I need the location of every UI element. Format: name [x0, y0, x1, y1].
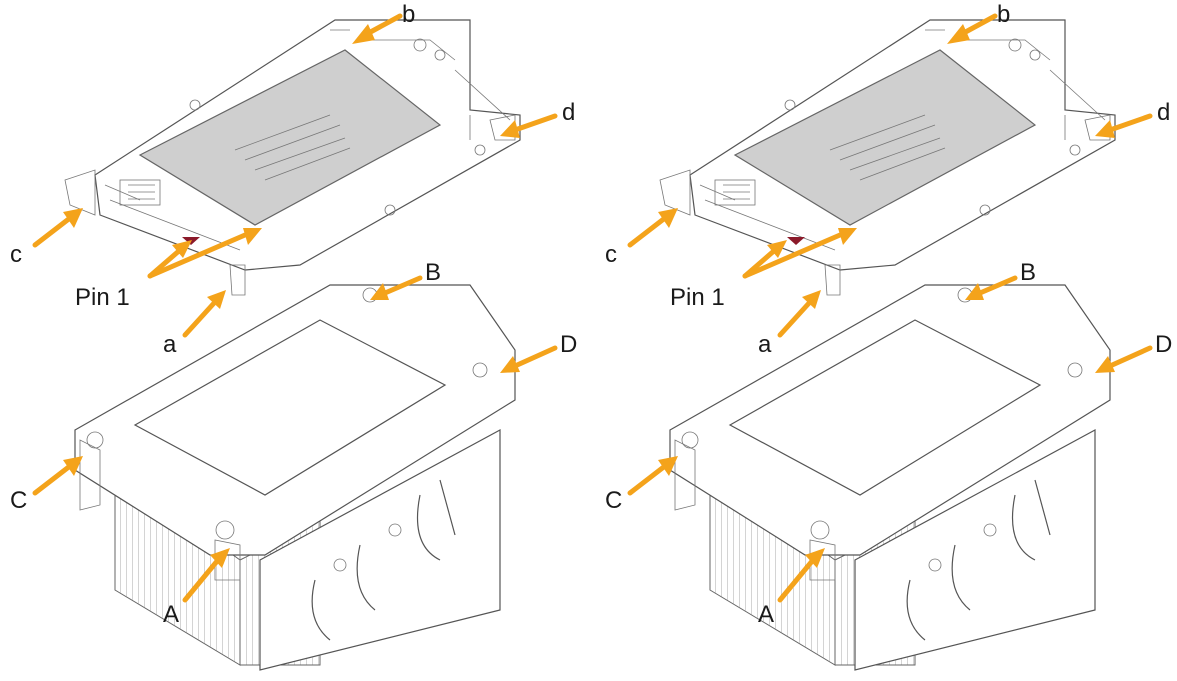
label-A-upper: A	[163, 601, 179, 628]
label-B-upper: B	[1020, 259, 1036, 286]
arrow-D-upper	[1095, 345, 1153, 373]
label-B-upper: B	[425, 259, 441, 286]
arrow-a	[182, 290, 226, 338]
label-D-upper: D	[560, 331, 577, 358]
arrow-C-upper	[32, 456, 83, 496]
arrow-D-upper	[500, 345, 558, 373]
arrow-pin1	[742, 228, 857, 279]
label-d: d	[562, 99, 575, 126]
arrow-pin1	[147, 228, 262, 279]
arrow-b	[352, 13, 403, 44]
label-C-upper: C	[605, 487, 622, 514]
arrow-A-upper	[777, 548, 825, 603]
arrow-c	[627, 208, 678, 248]
label-b: b	[997, 1, 1010, 28]
label-C-upper: C	[10, 487, 27, 514]
arrow-C-upper	[627, 456, 678, 496]
label-pin1: Pin 1	[75, 284, 130, 311]
arrow-B-upper	[370, 275, 423, 300]
label-A-upper: A	[758, 601, 774, 628]
label-c: c	[605, 241, 617, 268]
arrow-A-upper	[182, 548, 230, 603]
label-D-upper: D	[1155, 331, 1172, 358]
panel-right: b d c Pin 1 a B D C A	[605, 1, 1172, 671]
label-a: a	[758, 331, 772, 358]
label-a: a	[163, 331, 177, 358]
label-c: c	[10, 241, 22, 268]
arrow-c	[32, 208, 83, 248]
panel-left: b d c Pin 1 a B D C A	[10, 1, 577, 671]
arrow-d	[1095, 113, 1153, 138]
label-pin1: Pin 1	[670, 284, 725, 311]
label-b: b	[402, 1, 415, 28]
arrow-a	[777, 290, 821, 338]
arrow-b	[947, 13, 998, 44]
arrow-B-upper	[965, 275, 1018, 300]
label-d: d	[1157, 99, 1170, 126]
pin1-marker	[787, 237, 805, 245]
arrow-d	[500, 113, 558, 138]
